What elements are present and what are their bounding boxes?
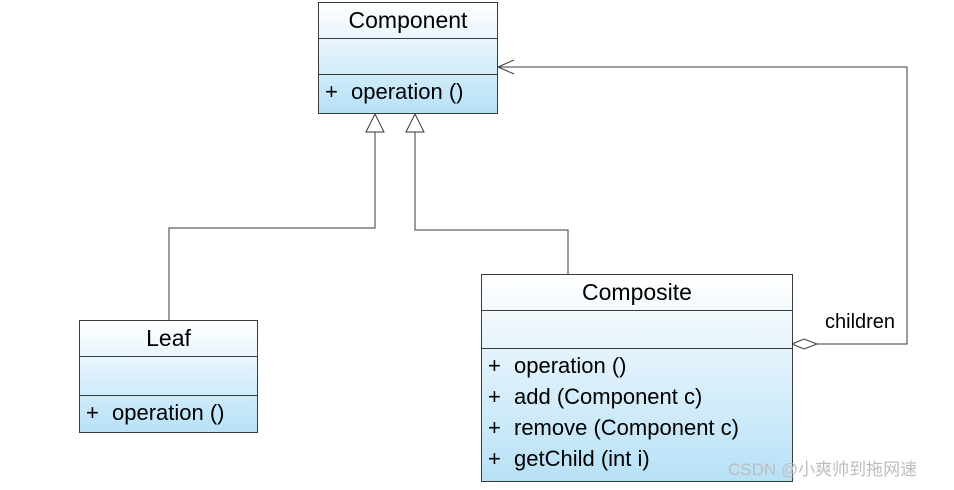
component-class[interactable]: Component + operation ()	[318, 2, 498, 114]
leaf-class[interactable]: Leaf + operation ()	[79, 320, 258, 433]
visibility-marker: +	[86, 400, 99, 425]
operation-signature: operation ()	[351, 79, 464, 104]
component-attributes-compartment	[319, 39, 497, 75]
composite-class-name: Composite	[482, 275, 792, 311]
composite-operation: + add (Component c)	[482, 381, 792, 412]
navigability-arrowhead	[496, 59, 515, 75]
composite-operation: + getChild (int i)	[482, 443, 792, 474]
children-role-label: children	[825, 311, 896, 333]
visibility-marker: +	[325, 79, 338, 104]
aggregation-diamond	[790, 338, 819, 350]
composite-generalization-arrowhead	[405, 112, 425, 133]
composite-operation: + remove (Component c)	[482, 412, 792, 443]
component-class-name: Component	[319, 3, 497, 39]
operation-signature: getChild (int i)	[514, 446, 650, 471]
operation-signature: add (Component c)	[514, 384, 703, 409]
visibility-marker: +	[488, 446, 501, 471]
composite-operation: + operation ()	[482, 350, 792, 381]
leaf-attributes-compartment	[80, 357, 257, 396]
children-aggregation-line	[498, 66, 908, 345]
composite-operations-compartment: + operation () + add (Component c) + remove…	[482, 349, 792, 474]
component-operations-compartment: + operation ()	[319, 75, 497, 107]
operation-signature: remove (Component c)	[514, 415, 739, 440]
operation-signature: operation ()	[514, 353, 627, 378]
composite-attributes-compartment	[482, 311, 792, 349]
visibility-marker: +	[488, 384, 501, 409]
visibility-marker: +	[488, 353, 501, 378]
composite-class[interactable]: Composite + operation () + add (Component …	[481, 274, 793, 482]
leaf-generalization-line	[168, 132, 376, 320]
leaf-operation: + operation ()	[80, 397, 257, 428]
composite-generalization-line	[414, 132, 569, 274]
operation-signature: operation ()	[112, 400, 225, 425]
leaf-operations-compartment: + operation ()	[80, 396, 257, 428]
leaf-generalization-arrowhead	[365, 112, 385, 133]
visibility-marker: +	[488, 415, 501, 440]
component-operation: + operation ()	[319, 76, 497, 107]
leaf-class-name: Leaf	[80, 321, 257, 357]
watermark-text: CSDN @小爽帅到拖网速	[728, 460, 918, 479]
